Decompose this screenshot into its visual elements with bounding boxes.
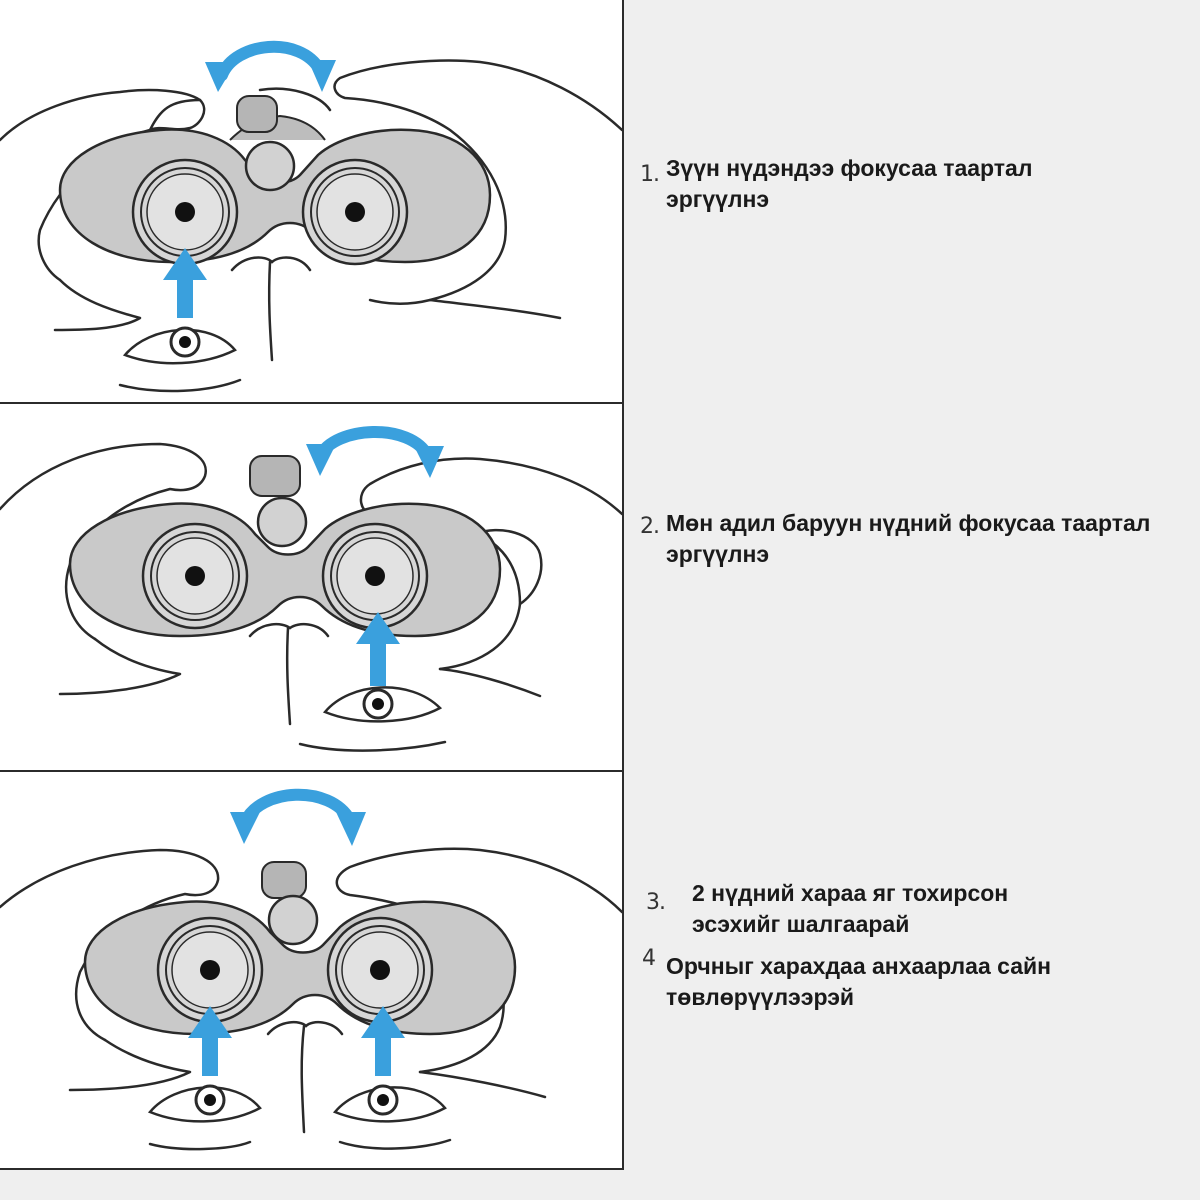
face-outline [148,1020,452,1151]
eye-icon [147,1084,262,1123]
binoculars-illustration-both-eyes [0,788,622,1151]
left-hand-icon [0,848,220,1042]
step-1-illustration [0,0,624,406]
face-outline [248,622,447,752]
left-hand-icon [0,88,206,282]
step-number: 4 [642,946,656,971]
step-3-illustration [0,770,624,1170]
step-number: 1. [640,162,660,187]
step-text: Орчныг харахдаа анхаарлаа сайн төвлөрүүл… [666,953,1052,1010]
right-hand-icon [335,847,622,1074]
up-arrow-icon [188,1006,232,1076]
rotate-arrow-icon [216,40,326,81]
step-number: 2. [640,514,660,539]
step-text: Зүүн нүдэндээ фокусаа таартал эргүүлнэ [666,155,1033,212]
step-text: 2 нүдний хараа яг тохирсон эсэхийг шалга… [692,880,1009,937]
binoculars-icon [83,861,517,1036]
left-hand-icon [0,442,207,641]
rotate-arrow-icon [314,426,434,462]
eye-icon [322,686,443,723]
binoculars-illustration-right-eye [0,426,622,752]
binoculars-illustration-left-eye [0,40,622,393]
up-arrow-icon [163,248,207,318]
step-number: 3. [646,890,666,915]
binoculars-icon [58,95,492,266]
face-outline [118,256,312,393]
up-arrow-icon [356,612,400,686]
eye-icon [332,1084,447,1123]
step-2-illustration [0,402,624,774]
rotate-arrow-icon [239,788,356,828]
right-hand-icon [333,59,622,305]
eye-icon [122,326,237,365]
up-arrow-icon [361,1006,405,1076]
step-text: Мөн адил баруун нүдний фокусаа таартал э… [666,510,1151,567]
binoculars-icon [68,455,502,638]
